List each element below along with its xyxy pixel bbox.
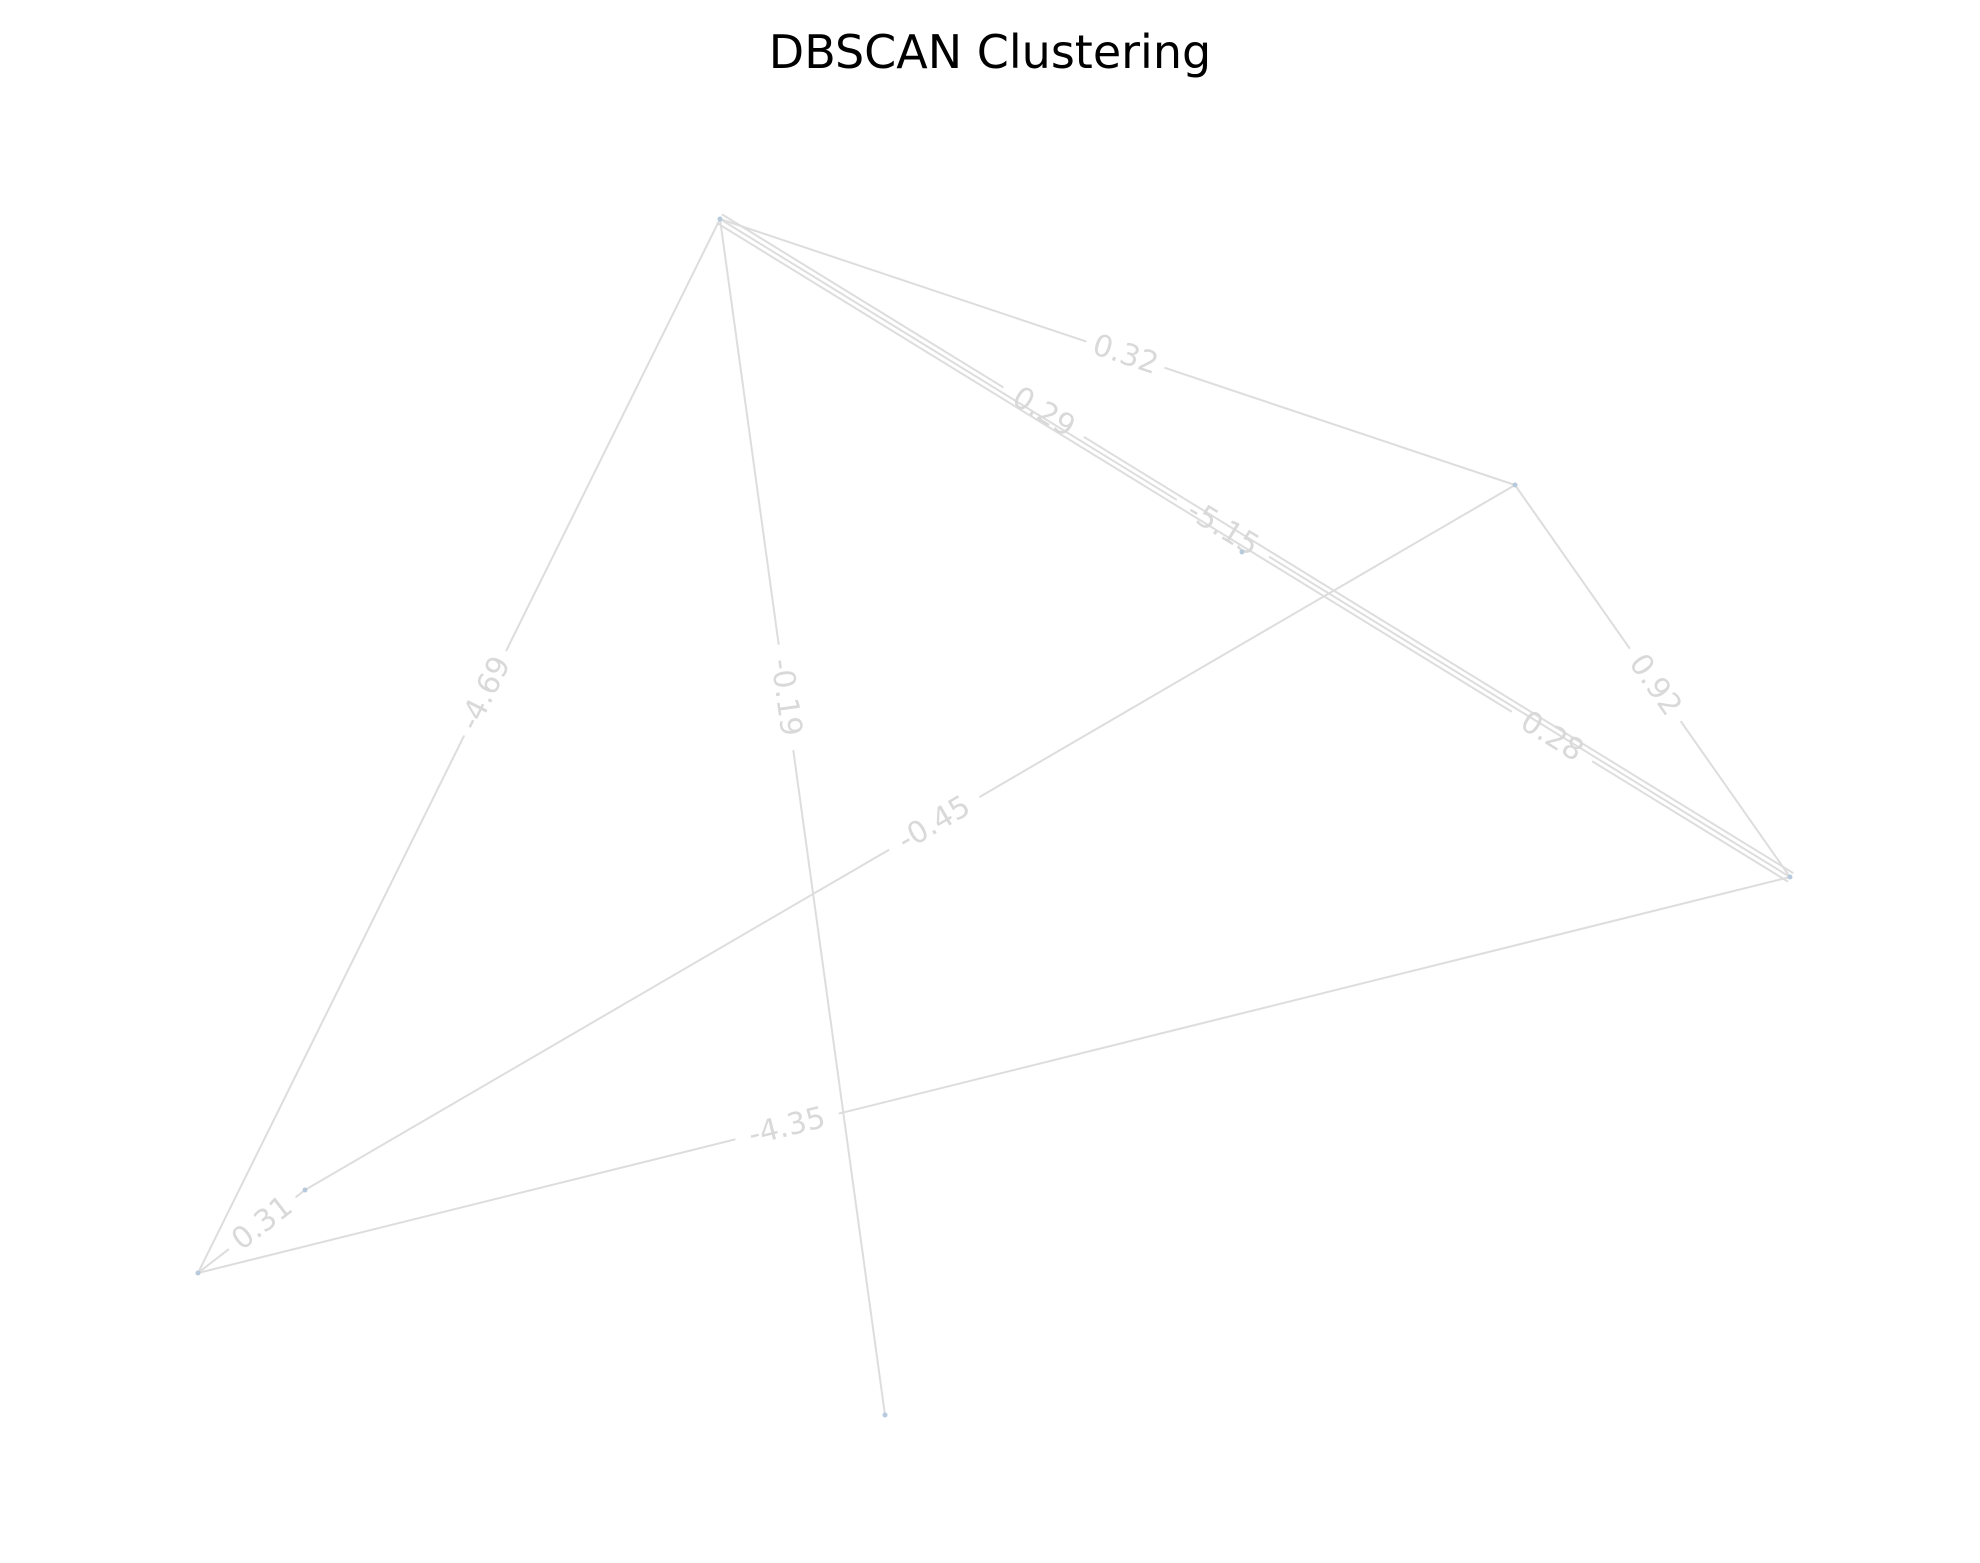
graph-edge-n1-n5-3-seg0	[716, 222, 1513, 713]
graph-edge-n4-n6-7-seg0	[978, 484, 1516, 798]
graph-node-n3	[882, 1412, 888, 1418]
graph-edge-n1-n5-1-seg1	[1083, 436, 1794, 874]
edge-label-n4-n6-7: -0.45	[892, 789, 977, 858]
nodes-layer	[195, 216, 1793, 1418]
edge-label-n1-n2-4: -4.69	[452, 651, 518, 736]
graph-node-n7	[1239, 549, 1245, 555]
graph-edge-n1-n5-2-seg1	[1268, 556, 1791, 878]
graph-edge-n1-n2-4-seg1	[197, 735, 465, 1274]
edges-layer	[197, 213, 1794, 1416]
graph-edge-n1-n5-1-seg0	[721, 213, 1004, 388]
graph-edge-n1-n4-0-seg0	[719, 218, 1087, 343]
graph-edge-n1-n4-0-seg1	[1164, 366, 1516, 486]
graph-edge-n1-n2-4-seg0	[505, 218, 721, 652]
edge-label-n1-n4-0: 0.32	[1088, 327, 1162, 381]
graph-node-n5	[1787, 874, 1793, 880]
graph-edge-n1-n3-5-seg1	[792, 749, 886, 1416]
graph-node-n6	[302, 1187, 308, 1193]
graph-node-n1	[717, 216, 723, 222]
edge-label-n1-n5-2: -5.15	[1181, 493, 1265, 563]
edge-label-n1-n3-5: -0.19	[763, 657, 808, 739]
graph-node-n2	[195, 1270, 201, 1276]
edge-label-n1-n5-3: 0.28	[1514, 704, 1589, 769]
graph-edge-n2-n5-8-seg0	[197, 1138, 736, 1274]
graph-node-n4	[1512, 482, 1518, 488]
edge-label-n2-n6-9: 0.31	[225, 1189, 299, 1258]
page-title: DBSCAN Clustering	[768, 25, 1212, 79]
edge-label-n4-n5-6: 0.92	[1622, 648, 1689, 723]
graph-edge-n4-n6-7-seg1	[304, 849, 890, 1191]
graph-edge-n4-n5-6-seg0	[1514, 484, 1631, 650]
graph-edge-n2-n5-8-seg1	[838, 876, 1791, 1115]
graph-edge-n1-n5-2-seg0	[719, 218, 1178, 501]
graph-edge-n4-n5-6-seg1	[1680, 720, 1791, 878]
graph-edge-n1-n5-3-seg1	[1591, 760, 1789, 883]
edge-label-n2-n5-8: -4.35	[745, 1100, 829, 1153]
graph-edge-n2-n6-9-seg0	[197, 1248, 230, 1274]
graph-edge-n1-n3-5-seg0	[719, 218, 780, 645]
